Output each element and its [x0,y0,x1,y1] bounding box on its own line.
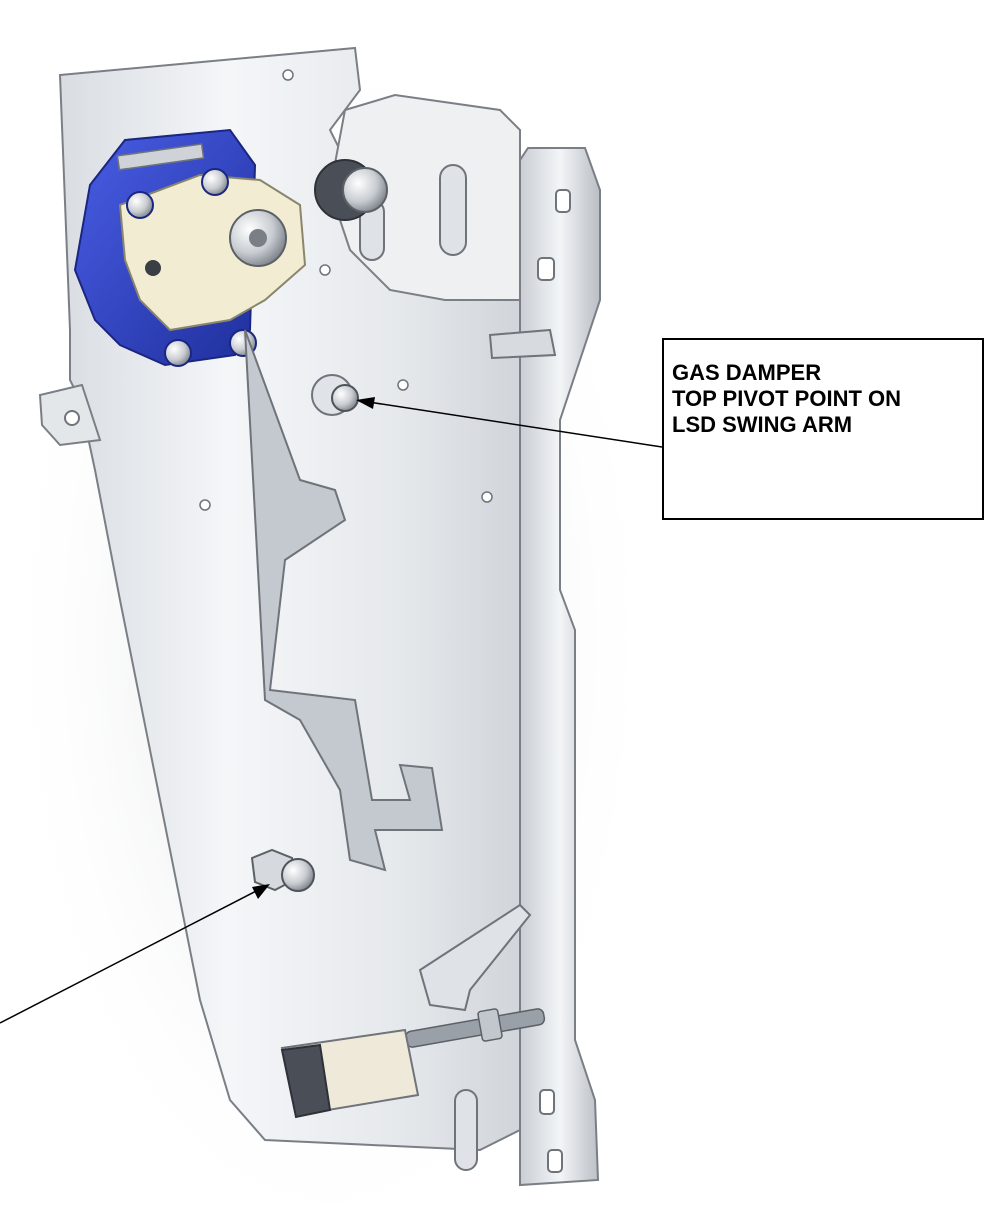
bottom-callout-leader-line [0,886,265,1024]
plate-hole [397,379,409,391]
top-callout-leader-line [361,400,663,448]
rail-slot-bottom [547,1149,563,1173]
blue-bolt-tl [126,191,154,219]
bottom-callout-arrowhead [252,884,270,899]
lower-slot [454,1089,478,1171]
bracket-slot-1 [439,164,467,256]
plate-hole [319,264,331,276]
rail-slot-low [539,1089,555,1115]
blue-bolt-tr [201,168,229,196]
callout-line-1: GAS DAMPER [672,360,822,385]
callout-line-3: LSD SWING ARM [672,412,853,437]
right-rail [519,147,601,1187]
plate-cutout [244,329,444,872]
top-clip [116,143,205,171]
roller-hub [342,167,388,213]
rail-slot-mid [537,257,555,281]
switch-end-cap [280,1043,332,1119]
rod-nut [477,1008,503,1042]
cam-hole [145,260,161,276]
tab-hole [64,410,80,426]
blue-bolt-bl [164,339,192,367]
plate-hole [481,491,493,503]
lower-lever [418,903,532,1012]
bottom-pivot-pin [281,858,315,892]
cam-pivot-center [249,229,267,247]
top-callout-arrowhead [356,397,375,409]
top-pivot-pin [331,384,359,412]
plate-hole [282,69,294,81]
stop-tab [488,328,557,360]
callout-line-2: TOP PIVOT POINT ON [672,386,902,411]
rail-slot-top [555,189,571,213]
plate-hole [199,499,211,511]
gas-damper-callout-box: GAS DAMPER TOP PIVOT POINT ON LSD SWING … [662,338,984,520]
